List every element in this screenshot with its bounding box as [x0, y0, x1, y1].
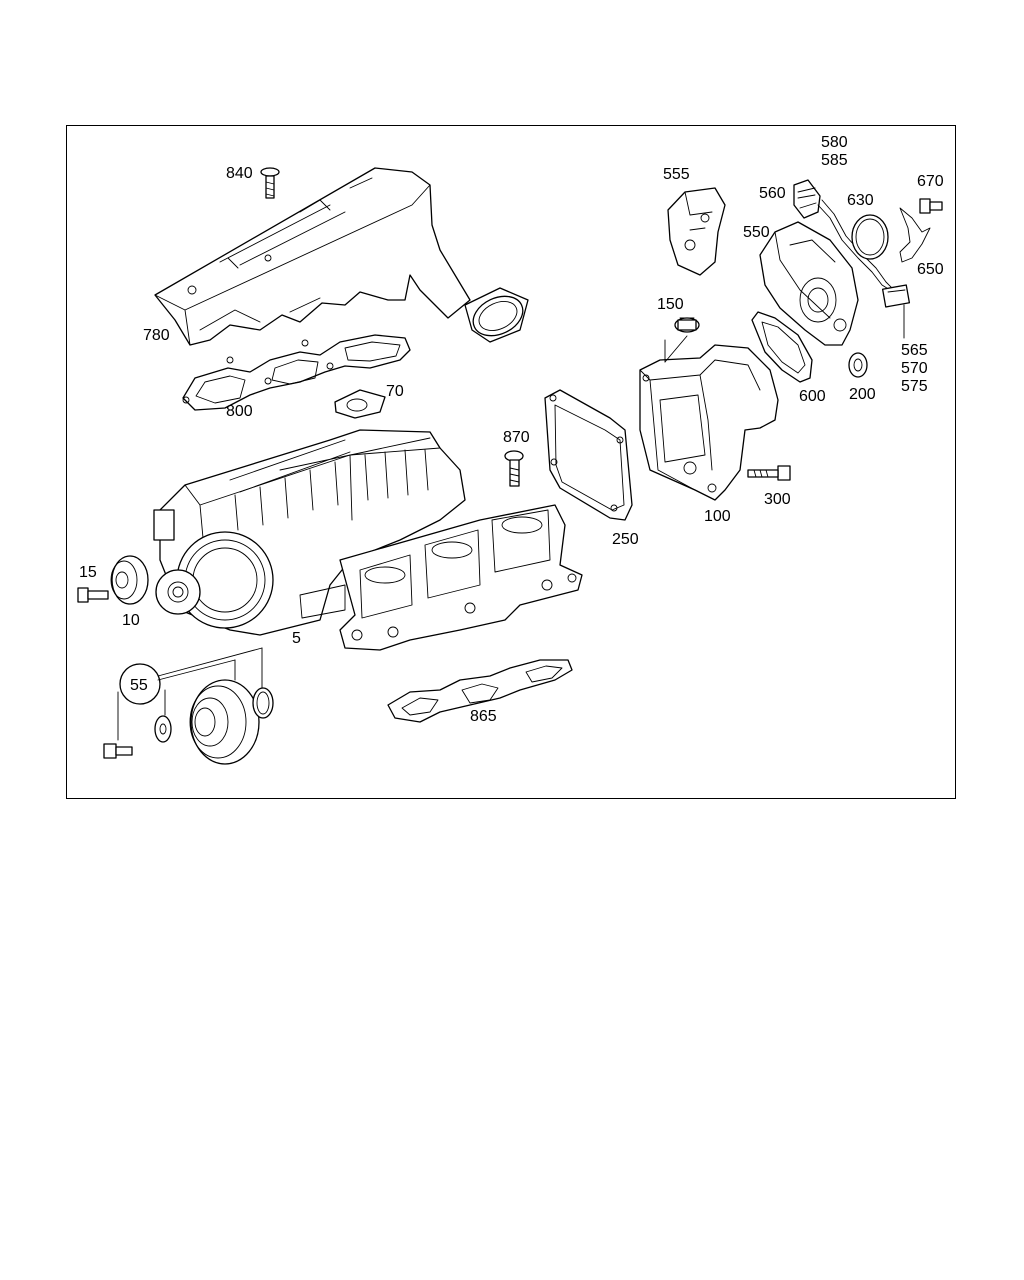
throttle-housing-100-icon — [639, 344, 779, 501]
o-ring-55-icon — [252, 687, 274, 719]
bolt-15-icon — [77, 587, 109, 603]
supercharger-5-icon — [153, 429, 466, 636]
label-865: 865 — [470, 708, 497, 725]
label-15: 15 — [79, 564, 97, 581]
part-labels: 840 780 800 70 870 15 10 5 55 865 555 58… — [79, 134, 944, 725]
ring-630-icon — [851, 214, 889, 260]
label-575: 575 — [901, 378, 928, 395]
label-555: 555 — [663, 166, 690, 183]
label-600: 600 — [799, 388, 826, 405]
intake-manifold-icon — [339, 504, 583, 651]
idler-pulley-10-icon — [110, 555, 149, 605]
diagram-frame — [66, 125, 956, 799]
label-650: 650 — [917, 261, 944, 278]
connector-560-icon — [793, 179, 821, 219]
label-565: 565 — [901, 342, 928, 359]
bolt-870-icon — [504, 450, 524, 487]
label-300: 300 — [764, 491, 791, 508]
label-550: 550 — [743, 224, 770, 241]
label-840: 840 — [226, 165, 253, 182]
bolt-55-icon — [103, 743, 133, 759]
label-250: 250 — [612, 531, 639, 548]
label-10: 10 — [122, 612, 140, 629]
label-585: 585 — [821, 152, 848, 169]
pulley-55-icon — [189, 679, 260, 765]
bearing-200-icon — [848, 352, 868, 378]
label-570: 570 — [901, 360, 928, 377]
bolt-670-icon — [919, 198, 943, 214]
callout-55-icon — [117, 647, 263, 741]
label-630: 630 — [847, 192, 874, 209]
bolt-840-icon — [260, 167, 280, 199]
gasket-800-icon — [182, 334, 411, 411]
bolt-300-icon — [747, 465, 791, 481]
engine-cover-780-icon — [154, 167, 529, 346]
bracket-650-icon — [899, 207, 931, 263]
label-780: 780 — [143, 327, 170, 344]
leader-lines — [664, 304, 905, 363]
harness-565-icon — [817, 199, 911, 308]
label-5: 5 — [292, 630, 301, 647]
label-870: 870 — [503, 429, 530, 446]
label-150: 150 — [657, 296, 684, 313]
washer-55-icon — [154, 715, 172, 743]
label-670: 670 — [917, 173, 944, 190]
label-800: 800 — [226, 403, 253, 420]
fitting-150-icon — [674, 317, 700, 333]
label-55: 55 — [130, 677, 148, 694]
actuator-550-icon — [759, 221, 859, 346]
gasket-600-icon — [751, 311, 813, 383]
gasket-250-icon — [544, 389, 633, 521]
label-100: 100 — [704, 508, 731, 525]
cover-555-icon — [667, 187, 726, 276]
label-200: 200 — [849, 386, 876, 403]
label-70: 70 — [386, 383, 404, 400]
gasket-865-icon — [387, 659, 573, 723]
label-560: 560 — [759, 185, 786, 202]
label-580: 580 — [821, 134, 848, 151]
gasket-70-icon — [334, 389, 386, 419]
